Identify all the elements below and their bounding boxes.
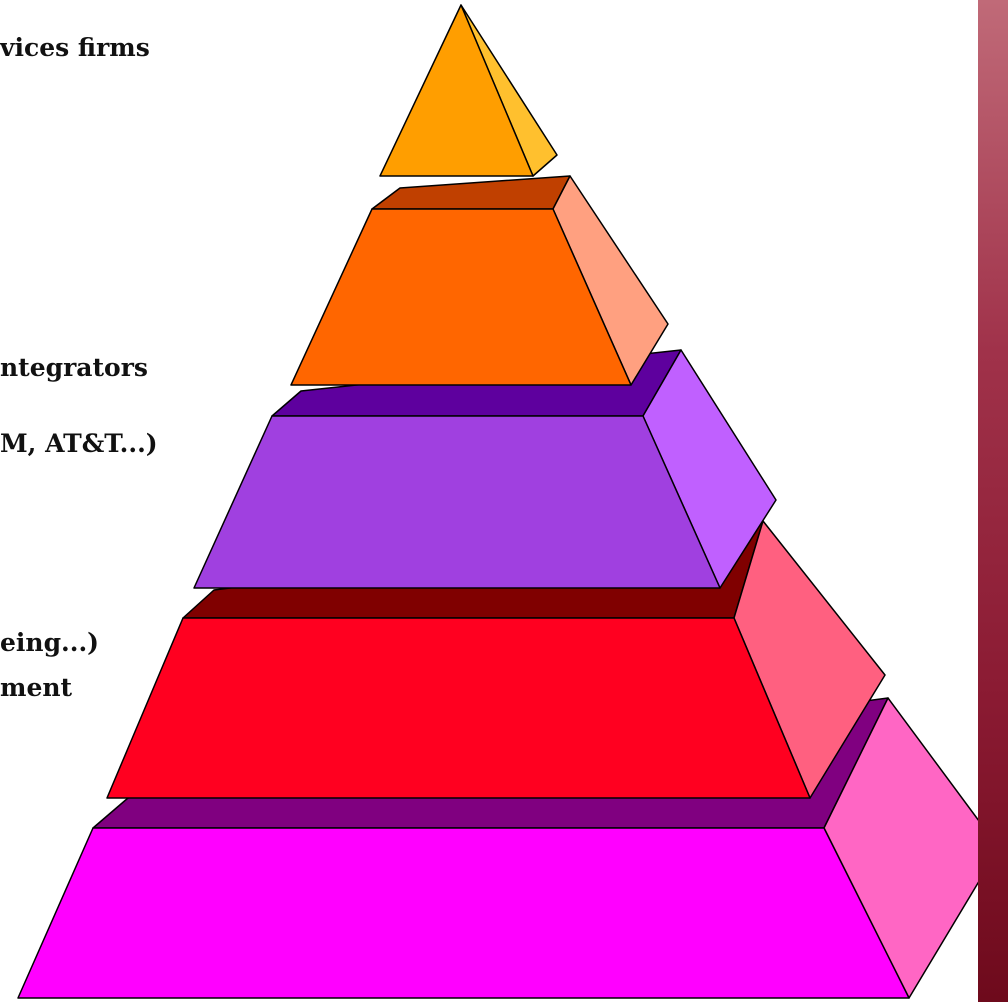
label-integrators: ntegrators (0, 353, 148, 382)
tier2-top-face (371, 175, 571, 210)
tier5-front-face (17, 827, 910, 999)
label-government: ment (0, 673, 73, 702)
tier3-front-face (193, 415, 721, 589)
tier2-front-face (290, 208, 632, 386)
label-boeing: eing...) (0, 628, 99, 657)
label-services-firms: vices firms (0, 33, 150, 62)
decorative-side-bar (978, 0, 1008, 1002)
tier4-front-face (106, 617, 811, 799)
label-ibm-att: M, AT&T...) (0, 429, 158, 458)
tier1-front-face (379, 4, 534, 177)
